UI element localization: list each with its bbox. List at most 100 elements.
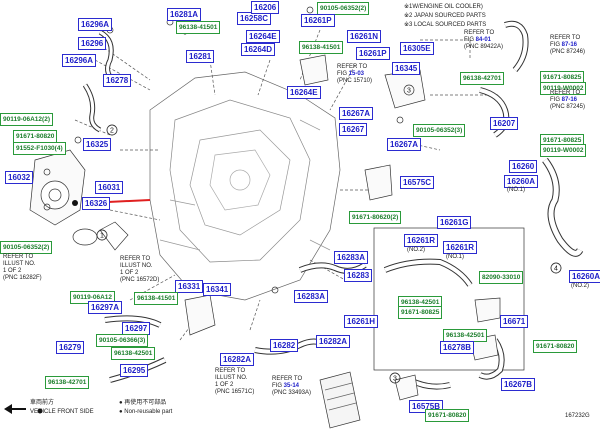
refer-note: REFER TO FIG 84-01 (PNC 89422A) <box>464 30 504 50</box>
fig-link[interactable]: 15-03 <box>348 71 365 77</box>
part-label[interactable]: 90119-W0002 <box>540 82 587 95</box>
part-label[interactable]: 16281 <box>186 50 215 63</box>
part-label[interactable]: 16345 <box>392 62 421 75</box>
fig-link[interactable]: 87-16 <box>561 42 578 48</box>
legend-item: ※1W/ENGINE OIL COOLER) <box>404 4 483 10</box>
part-label[interactable]: 16261P <box>301 14 335 27</box>
bracket <box>299 54 329 86</box>
part-label[interactable]: 90105-06352(2) <box>0 241 53 254</box>
part-label[interactable]: 96138-41501 <box>134 292 179 305</box>
part-label[interactable]: 91671-80820 <box>533 340 578 353</box>
part-label[interactable]: 16032 <box>5 171 34 184</box>
refer-note: REFER TO ILLUST NO. 1 OF 2 (PNC 16571C) <box>215 368 255 395</box>
svg-text:1: 1 <box>100 233 104 240</box>
part-label[interactable]: 96138-41501 <box>299 41 344 54</box>
fig-link[interactable]: 35-14 <box>283 383 300 389</box>
part-label[interactable]: 16326 <box>82 197 111 210</box>
refer-note: REFER TO FIG 15-03 (PNC 15710) <box>337 64 373 84</box>
part-label[interactable]: 96138-42501 <box>111 347 156 360</box>
refer-note: REFER TO ILLUST NO. 1 OF 2 (PNC 16572D) <box>120 256 160 283</box>
part-label[interactable]: 16295 <box>120 364 149 377</box>
oil-cooler <box>319 371 361 429</box>
part-label[interactable]: 16331 <box>175 280 204 293</box>
part-label[interactable]: 90105-06352(2) <box>317 2 370 15</box>
part-label[interactable]: 90105-06352(3) <box>413 124 466 137</box>
part-label[interactable]: 16325 <box>83 138 112 151</box>
part-label[interactable]: 16260 <box>509 160 538 173</box>
front-label-en: VEHICLE FRONT SIDE <box>30 409 94 415</box>
part-label[interactable]: 16278 <box>103 74 132 87</box>
part-label[interactable]: 16297A <box>88 301 123 314</box>
svg-text:3: 3 <box>407 88 411 95</box>
part-label[interactable]: 16261P <box>356 47 390 60</box>
refer-note: REFER TO ILLUST NO. 1 OF 2 (PNC 16282F) <box>3 254 42 281</box>
refer-note: REFER TO FIG 87-16 (PNC 87245) <box>550 90 586 110</box>
part-label[interactable]: 90119-W0002 <box>540 144 587 157</box>
part-label[interactable]: 16264E <box>287 86 321 99</box>
part-label[interactable]: 16282 <box>270 339 299 352</box>
part-label[interactable]: 90119-06A12(2) <box>0 113 53 126</box>
fig-link[interactable]: 84-01 <box>475 37 492 43</box>
part-label[interactable]: 16031 <box>95 181 124 194</box>
engine-block-outline <box>149 71 341 301</box>
thermostat-housing <box>184 294 216 336</box>
part-label[interactable]: 16267B <box>501 378 536 391</box>
part-label[interactable]: 16264D <box>241 43 276 56</box>
part-label[interactable]: 82090-33010 <box>479 271 524 284</box>
refer-note: REFER TO FIG 35-14 (PNC 33493A) <box>272 376 312 396</box>
part-label[interactable]: 90105-06366(3) <box>96 334 149 347</box>
part-label[interactable]: 91552-F1030(4) <box>13 142 66 155</box>
front-label-jp: 車両前方 <box>30 400 55 406</box>
part-label[interactable]: 16283A <box>294 290 329 303</box>
svg-text:3: 3 <box>393 376 397 383</box>
part-label[interactable]: 96138-41501 <box>176 21 221 34</box>
nonreuse-label-en: ● Non-reusable part <box>119 409 173 415</box>
part-label[interactable]: 16671 <box>500 315 529 328</box>
bracket <box>364 164 393 201</box>
part-label[interactable]: 16264E <box>246 30 280 43</box>
part-label[interactable]: 16296A <box>62 54 97 67</box>
part-label[interactable]: 96138-42701 <box>45 376 90 389</box>
part-label[interactable]: 16305E <box>400 42 434 55</box>
svg-text:2: 2 <box>110 128 114 135</box>
fig-link[interactable]: 87-16 <box>561 97 578 103</box>
vehicle-front-arrow <box>4 404 26 414</box>
part-label[interactable]: 16279 <box>56 341 85 354</box>
part-label[interactable]: 16260A <box>569 270 600 283</box>
note-text: (NO.1) <box>507 187 525 193</box>
part-label[interactable]: 91671-80820 <box>425 409 470 422</box>
part-label[interactable]: 16261R <box>443 241 478 254</box>
part-label[interactable]: 91671-80825 <box>398 306 443 319</box>
part-label[interactable]: 16261N <box>347 30 382 43</box>
part-label[interactable]: 16206 <box>251 1 280 14</box>
nonreuse-label-jp: ● 再使用不可部品 <box>119 400 167 406</box>
part-label[interactable]: 91671-80620(2) <box>349 211 402 224</box>
note-text: (NO.2) <box>407 247 425 253</box>
bracket <box>474 297 501 323</box>
part-label[interactable]: 16261R <box>404 234 439 247</box>
part-label[interactable]: 16296A <box>78 18 113 31</box>
note-text: (NO.2) <box>571 283 589 289</box>
part-label[interactable]: 16575C <box>400 176 435 189</box>
svg-text:4: 4 <box>554 266 558 273</box>
bracket <box>384 69 426 109</box>
part-label[interactable]: 16341 <box>203 283 232 296</box>
part-label[interactable]: 16267A <box>339 107 374 120</box>
part-label[interactable]: 16282A <box>316 335 351 348</box>
part-label[interactable]: 16267 <box>339 123 368 136</box>
part-label[interactable]: 16261H <box>344 315 379 328</box>
part-label[interactable]: 16282A <box>220 353 255 366</box>
part-label[interactable]: 16283 <box>344 269 373 282</box>
part-label[interactable]: 16296 <box>78 37 107 50</box>
part-label[interactable]: 96138-42701 <box>460 72 505 85</box>
diagram-id: 167232G <box>565 413 590 419</box>
part-label[interactable]: 16267A <box>387 138 422 151</box>
part-label[interactable]: 16278B <box>440 341 475 354</box>
part-label[interactable]: 16281A <box>167 8 202 21</box>
part-label[interactable]: 16260A <box>504 175 539 188</box>
part-label[interactable]: 16283A <box>334 251 369 264</box>
legend-item: ※2 JAPAN SOURCED PARTS <box>404 13 486 19</box>
part-label[interactable]: 16261G <box>437 216 472 229</box>
part-label[interactable]: 16207 <box>490 117 519 130</box>
